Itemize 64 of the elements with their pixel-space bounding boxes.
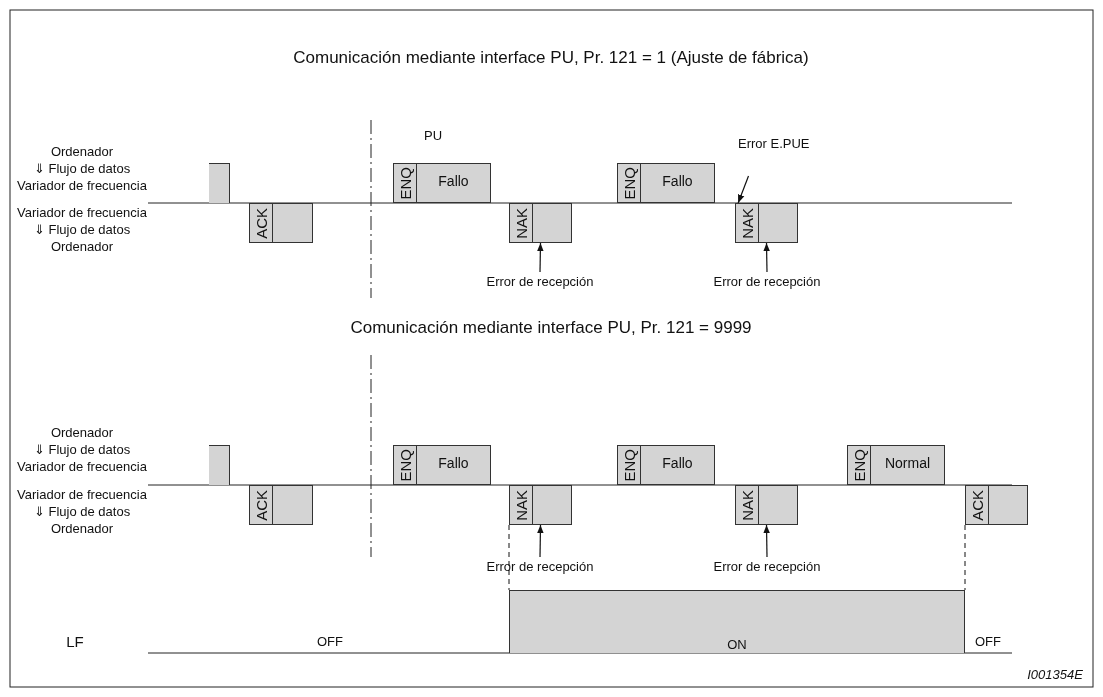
frame-label: Fallo <box>438 455 469 471</box>
axis-label: Ordenador <box>50 521 114 536</box>
annotation-text: Error E.PUE <box>738 136 808 152</box>
arrow <box>537 524 544 558</box>
frame-box <box>393 445 491 485</box>
timing-guide-line <box>964 524 966 591</box>
frame-box <box>847 445 945 485</box>
field-label: ENQ <box>621 166 637 200</box>
axis-label: ⇓ Flujo de datos <box>33 161 131 176</box>
state-label: OFF <box>317 634 343 649</box>
state-label: ON <box>727 637 747 652</box>
annotation-text: Error de recepción <box>704 274 830 290</box>
field-label: NAK <box>739 489 755 521</box>
axis-label: Ordenador <box>50 425 114 440</box>
axis-label: Variador de frecuencia <box>17 487 147 502</box>
axis-label: ⇓ Flujo de datos <box>33 442 131 457</box>
field-label: ENQ <box>621 448 637 482</box>
axis-label: Variador de frecuencia <box>17 205 147 220</box>
axis-label: Ordenador <box>50 144 114 159</box>
state-bar <box>509 590 965 653</box>
field-label: ACK <box>253 489 269 521</box>
frame-label: Fallo <box>438 173 469 189</box>
field-label: ACK <box>253 207 269 239</box>
axis-label: ⇓ Flujo de datos <box>33 504 131 519</box>
frame-box <box>617 163 715 203</box>
frame-box <box>617 445 715 485</box>
heading: Comunicación mediante interface PU, Pr. 121 = 9999 <box>350 318 752 338</box>
axis-label: Variador de frecuencia <box>17 178 147 193</box>
port-label: PU <box>423 128 443 143</box>
arrow <box>763 242 770 273</box>
annotation-text: Error de recepción <box>704 559 830 575</box>
timing-guide-line <box>508 524 510 591</box>
frame-box <box>735 203 798 243</box>
field-label: ENQ <box>851 448 867 482</box>
axis-label: Ordenador <box>50 239 114 254</box>
signal-box <box>209 163 230 203</box>
field-label: ACK <box>969 489 985 521</box>
annotation-text: Error de recepción <box>478 559 602 575</box>
figure-id: I001354E <box>1027 667 1083 682</box>
frame-box <box>509 485 572 525</box>
frame-box <box>965 485 1028 525</box>
signal-name: LF <box>66 633 84 650</box>
frame-label: Fallo <box>662 173 693 189</box>
arrow <box>763 524 770 558</box>
frame-box <box>393 163 491 203</box>
frame-box <box>509 203 572 243</box>
signal-box <box>209 445 230 485</box>
field-label: NAK <box>739 207 755 239</box>
field-label: NAK <box>513 489 529 521</box>
frame-box <box>735 485 798 525</box>
arrow <box>537 242 544 273</box>
axis-label: ⇓ Flujo de datos <box>33 222 131 237</box>
field-label: NAK <box>513 207 529 239</box>
frame-label: Normal <box>884 455 931 471</box>
field-label: ENQ <box>397 448 413 482</box>
arrow <box>737 175 750 204</box>
annotation-text: Error de recepción <box>478 274 602 290</box>
frame-label: Fallo <box>662 455 693 471</box>
heading: Comunicación mediante interface PU, Pr. 121 = 1 (Ajuste de fábrica) <box>293 48 809 68</box>
frame-box <box>249 485 313 525</box>
frame-box <box>249 203 313 243</box>
axis-label: Variador de frecuencia <box>17 459 147 474</box>
field-label: ENQ <box>397 166 413 200</box>
state-label: OFF <box>975 634 1001 649</box>
